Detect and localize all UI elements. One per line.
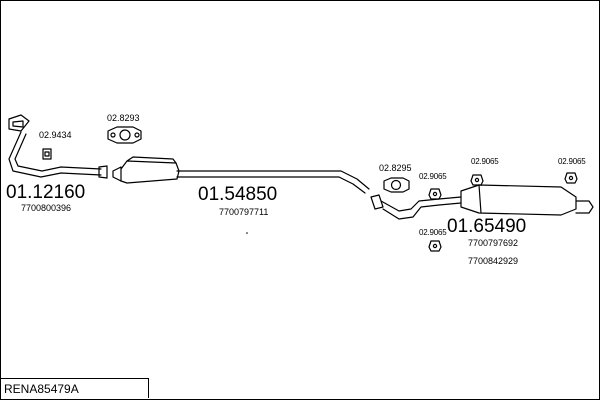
rubber-mount-d-number: 02.9065 <box>419 228 447 237</box>
diagram-code: RENA85479A <box>4 381 79 396</box>
rubber-mount-a-number: 02.9065 <box>419 172 447 181</box>
center-gasket-drawing <box>107 126 142 144</box>
rubber-mount-c-number: 02.9065 <box>558 157 586 166</box>
center-muffler-oe-number: 7700797711 <box>219 207 269 217</box>
rear-muffler-drawing <box>370 184 594 220</box>
center-muffler-number: 01.54850 <box>198 184 278 205</box>
front-pipe-number: 01.12160 <box>6 182 86 203</box>
diagram-code-footer: RENA85479A <box>1 378 149 398</box>
front-clamp-number: 02.9434 <box>39 130 72 140</box>
rubber-mounts-drawing <box>428 172 578 252</box>
center-gasket-number: 02.8293 <box>107 113 140 123</box>
rear-muffler-oe-number-2: 7700842929 <box>468 256 519 266</box>
rear-gasket-drawing <box>383 177 410 193</box>
center-muffler-drawing <box>112 156 370 194</box>
rear-muffler-number: 01.65490 <box>447 216 527 237</box>
front-clamp-drawing <box>42 148 52 160</box>
rear-muffler-oe-number-1: 7700797692 <box>468 238 519 248</box>
front-pipe-drawing <box>8 114 108 179</box>
rear-gasket-number: 02.8295 <box>379 163 412 173</box>
rubber-mount-b-number: 02.9065 <box>471 157 499 166</box>
front-pipe-oe-number: 7700800396 <box>21 203 72 213</box>
